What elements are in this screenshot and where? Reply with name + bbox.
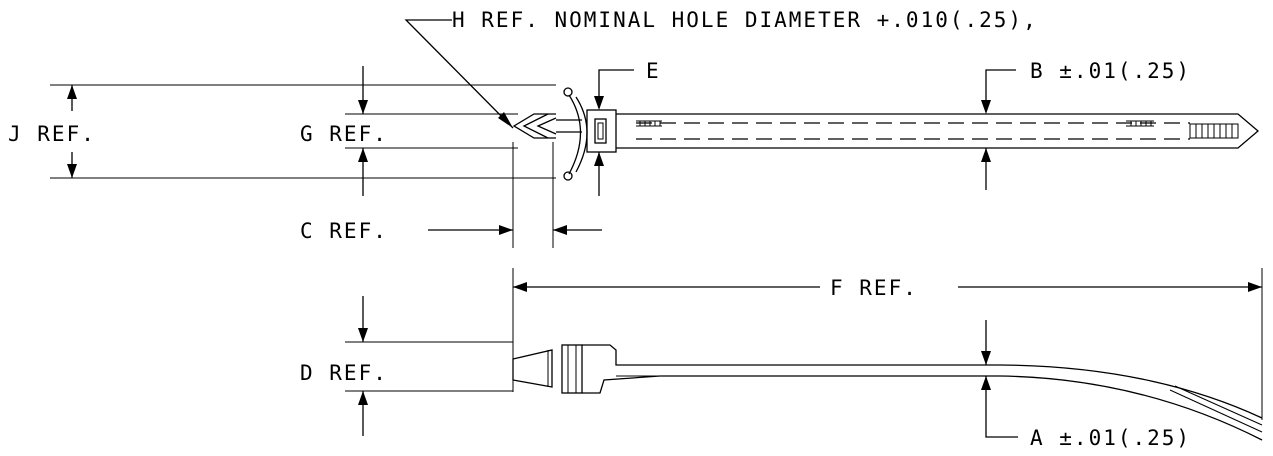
wing-tip-bottom [563,171,573,181]
tie-head-pawl-inner [597,122,604,140]
strap-teeth-near-tip [1126,120,1154,127]
push-mount-fins [522,113,582,139]
mount-wing-inner [575,96,588,173]
e-dimension: E [594,59,661,196]
b-label: B ±.01(.25) [1030,59,1191,83]
strap-tip-grip-ribs [1195,124,1233,138]
side-flange [561,344,583,394]
d-ref-label: D REF. [300,361,388,385]
c-ref-label: C REF. [300,219,388,243]
mount-wing [568,94,582,175]
j-ref-label: J REF. [8,122,96,146]
side-view [512,344,1263,441]
tie-strap [616,113,1260,149]
push-mount-head [512,113,556,139]
e-label: E [646,59,661,83]
side-tie-strap-lower [582,375,1263,441]
b-dimension: B ±.01(.25) [981,59,1191,190]
g-ref-dimension: G REF. [300,66,518,196]
tie-head-pawl [594,118,607,144]
wing-tip-top [563,87,573,97]
d-ref-dimension: D REF. [300,296,513,436]
top-view [512,87,1260,181]
j-ref-dimension: J REF. [8,84,556,179]
h-ref-callout: H REF. NOMINAL HOLE DIAMETER +.010(.25), [404,8,1038,129]
f-ref-dimension: F REF. [512,268,1263,420]
c-ref-dimension: C REF. [300,142,602,248]
g-ref-label: G REF. [300,122,388,146]
f-ref-label: F REF. [830,276,918,300]
tie-head [586,109,617,153]
a-dimension: A ±.01(.25) [981,320,1191,450]
strap-teeth-near-head [636,120,662,127]
a-label: A ±.01(.25) [1030,426,1191,450]
side-push-mount [512,349,553,388]
h-ref-label: H REF. NOMINAL HOLE DIAMETER +.010(.25), [452,8,1038,32]
side-tie-head [582,344,1263,419]
